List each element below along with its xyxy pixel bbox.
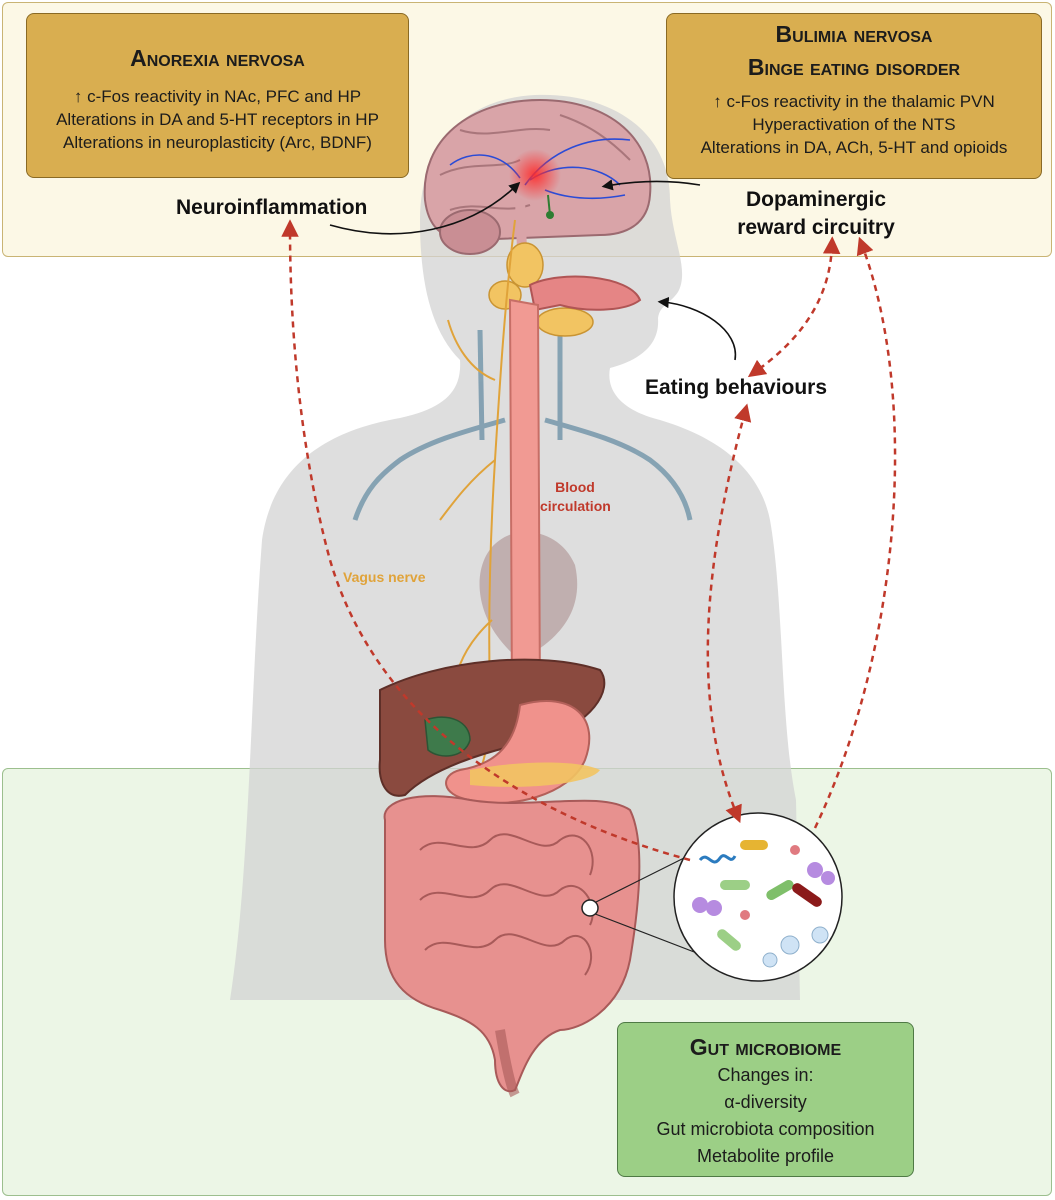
gut-microbiome-title: Gut microbiome [689, 1034, 842, 1060]
gut-line: Gut microbiota composition [656, 1119, 875, 1139]
gut-line: Changes in: [717, 1065, 814, 1085]
binge-eating-title: Binge eating disorder [747, 54, 961, 80]
microbiome-zoom [581, 812, 843, 982]
intestines [383, 795, 641, 1098]
bulimia-line: Alterations in DA, ACh, 5-HT and opioids [700, 138, 1008, 157]
brain [423, 98, 652, 255]
anorexia-line: ↑ c-Fos reactivity in NAc, PFC and HP [73, 87, 362, 106]
pharynx [528, 275, 642, 312]
neuroinflammation-label: Neuroinflammation [176, 196, 368, 219]
pancreas [470, 762, 600, 787]
dopaminergic-label-line2: reward circuitry [737, 216, 895, 239]
anorexia-box: Anorexia nervosa ↑ c-Fos reactivity in N… [26, 13, 409, 178]
anorexia-line: Alterations in DA and 5-HT receptors in … [56, 110, 379, 129]
eating-behaviours-label: Eating behaviours [645, 376, 828, 399]
black-arrows [329, 179, 737, 361]
anorexia-line: Alterations in neuroplasticity (Arc, BDN… [63, 133, 372, 152]
gut-microbiome-box: Gut microbiome Changes in: α-diversity G… [617, 1022, 914, 1177]
dopaminergic-label-line1: Dopaminergic [745, 188, 887, 211]
blood-vessels [352, 329, 693, 521]
blood-circulation-label: Blood circulation [540, 478, 611, 516]
bulimia-line: Hyperactivation of the NTS [752, 115, 956, 134]
vagus-nerve-label: Vagus nerve [343, 569, 426, 585]
gut-line: α-diversity [724, 1092, 807, 1112]
gut-line: Metabolite profile [696, 1146, 835, 1166]
bulimia-box: Bulimia nervosa Binge eating disorder ↑ … [666, 13, 1042, 179]
dopaminergic-label: Dopaminergic reward circuitry [716, 186, 916, 242]
red-dashed-arrows [281, 219, 897, 862]
blood-label-line1: Blood [555, 479, 595, 495]
anorexia-title: Anorexia nervosa [130, 45, 305, 71]
blood-label-line2: circulation [540, 498, 611, 514]
bulimia-title: Bulimia nervosa [775, 21, 933, 47]
esophagus [508, 298, 542, 701]
bulimia-line: ↑ c-Fos reactivity in the thalamic PVN [713, 92, 995, 111]
